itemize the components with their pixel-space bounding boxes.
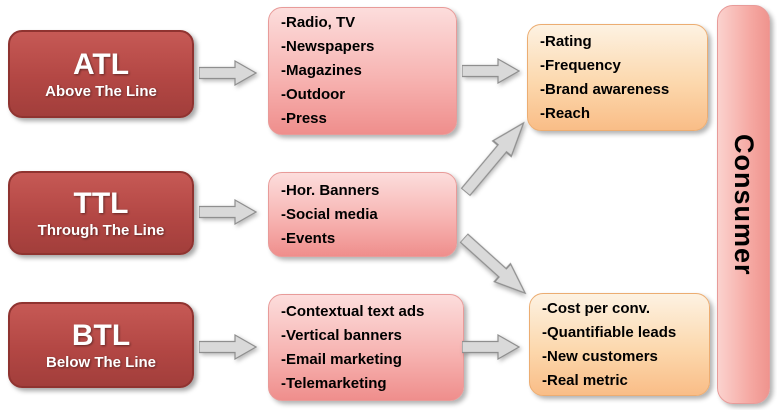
channel-item: -Newspapers (281, 38, 375, 55)
channel-item: -Magazines (281, 62, 362, 79)
channel-item: -Telemarketing (281, 374, 387, 392)
channel-item: -Radio, TV (281, 14, 356, 31)
atl-channels-box: -Radio, TV -Newspapers -Magazines -Outdo… (268, 7, 457, 135)
metric-item: -Rating (540, 32, 592, 50)
channel-item: -Outdoor (281, 86, 346, 103)
metric-item: -Quantifiable leads (542, 323, 677, 341)
brand-metrics-box: -Rating -Frequency -Brand awareness -Rea… (527, 24, 708, 131)
atl-abbr: ATL (72, 48, 130, 82)
consumer-bar: Consumer (717, 5, 770, 404)
btl-channels-box: -Contextual text ads -Vertical banners -… (268, 294, 464, 401)
ttl-label: Through The Line (37, 221, 165, 239)
arrow-channels-bottom-icon (462, 334, 520, 360)
btl-abbr: BTL (71, 319, 131, 353)
arrow-ttl-icon (199, 199, 257, 225)
ttl-abbr: TTL (73, 187, 129, 221)
channel-item: -Press (281, 110, 327, 127)
atl-box: ATL Above The Line (8, 30, 194, 118)
channel-item: -Social media (281, 205, 378, 223)
arrow-ttl-down-icon (459, 232, 527, 295)
channel-item: -Vertical banners (281, 326, 402, 344)
arrow-ttl-up-icon (460, 121, 525, 197)
metric-item: -Real metric (542, 371, 628, 389)
btl-box: BTL Below The Line (8, 302, 194, 388)
channel-item: -Events (281, 229, 336, 247)
ttl-channels-box: -Hor. Banners -Social media -Events (268, 172, 457, 257)
btl-label: Below The Line (45, 353, 156, 371)
metric-item: -New customers (542, 347, 658, 365)
metric-item: -Brand awareness (540, 80, 670, 98)
channel-item: -Hor. Banners (281, 181, 380, 199)
channel-item: -Contextual text ads (281, 302, 425, 320)
metric-item: -Cost per conv. (542, 299, 651, 317)
channel-item: -Email marketing (281, 350, 402, 368)
consumer-label: Consumer (729, 133, 759, 276)
atl-label: Above The Line (45, 82, 157, 100)
metric-item: -Frequency (540, 56, 621, 74)
arrow-atl-icon (199, 60, 257, 86)
ttl-box: TTL Through The Line (8, 171, 194, 255)
performance-metrics-box: -Cost per conv. -Quantifiable leads -New… (529, 293, 710, 396)
arrow-channels-top-icon (462, 58, 520, 84)
metric-item: -Reach (540, 104, 591, 122)
arrow-btl-icon (199, 334, 257, 360)
